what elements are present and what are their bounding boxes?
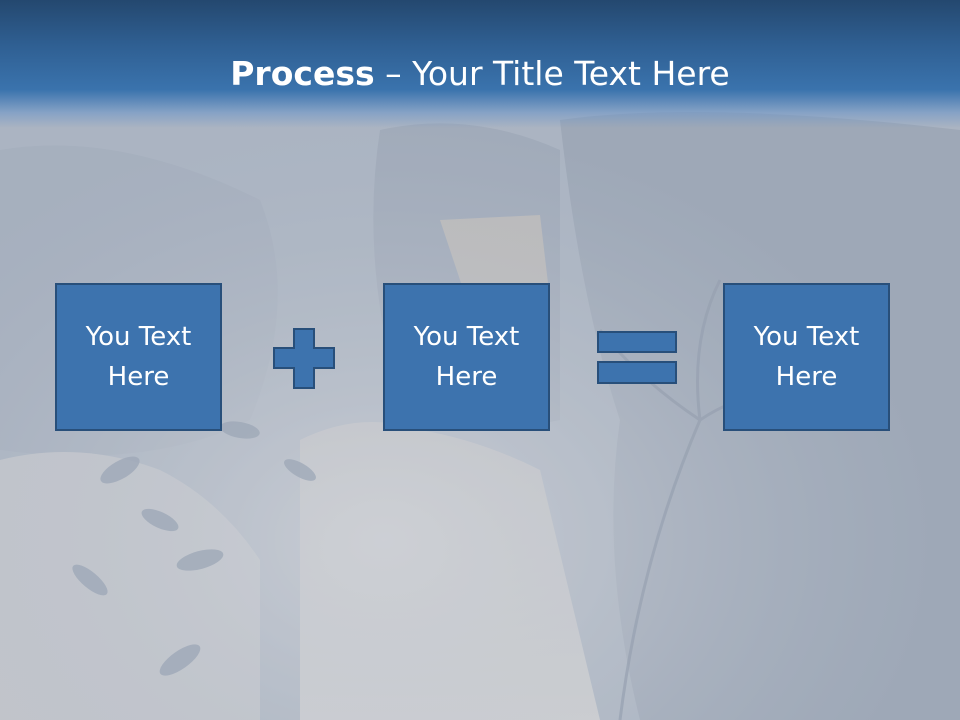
equals-icon bbox=[597, 331, 677, 384]
title-separator: – bbox=[374, 54, 413, 93]
process-box-3-line2: Here bbox=[775, 362, 838, 392]
plus-icon bbox=[273, 328, 335, 389]
process-box-3-line1: You Text bbox=[753, 322, 860, 352]
title-rest: Your Title Text Here bbox=[412, 54, 730, 93]
process-box-2-line2: Here bbox=[435, 362, 498, 392]
process-box-2-line1: You Text bbox=[413, 322, 520, 352]
process-box-1-line2: Here bbox=[107, 362, 170, 392]
process-box-1-line1: You Text bbox=[85, 322, 192, 352]
title-bold: Process bbox=[230, 54, 375, 93]
title-band bbox=[0, 0, 960, 128]
slide-title: Process – Your Title Text Here bbox=[0, 52, 960, 96]
